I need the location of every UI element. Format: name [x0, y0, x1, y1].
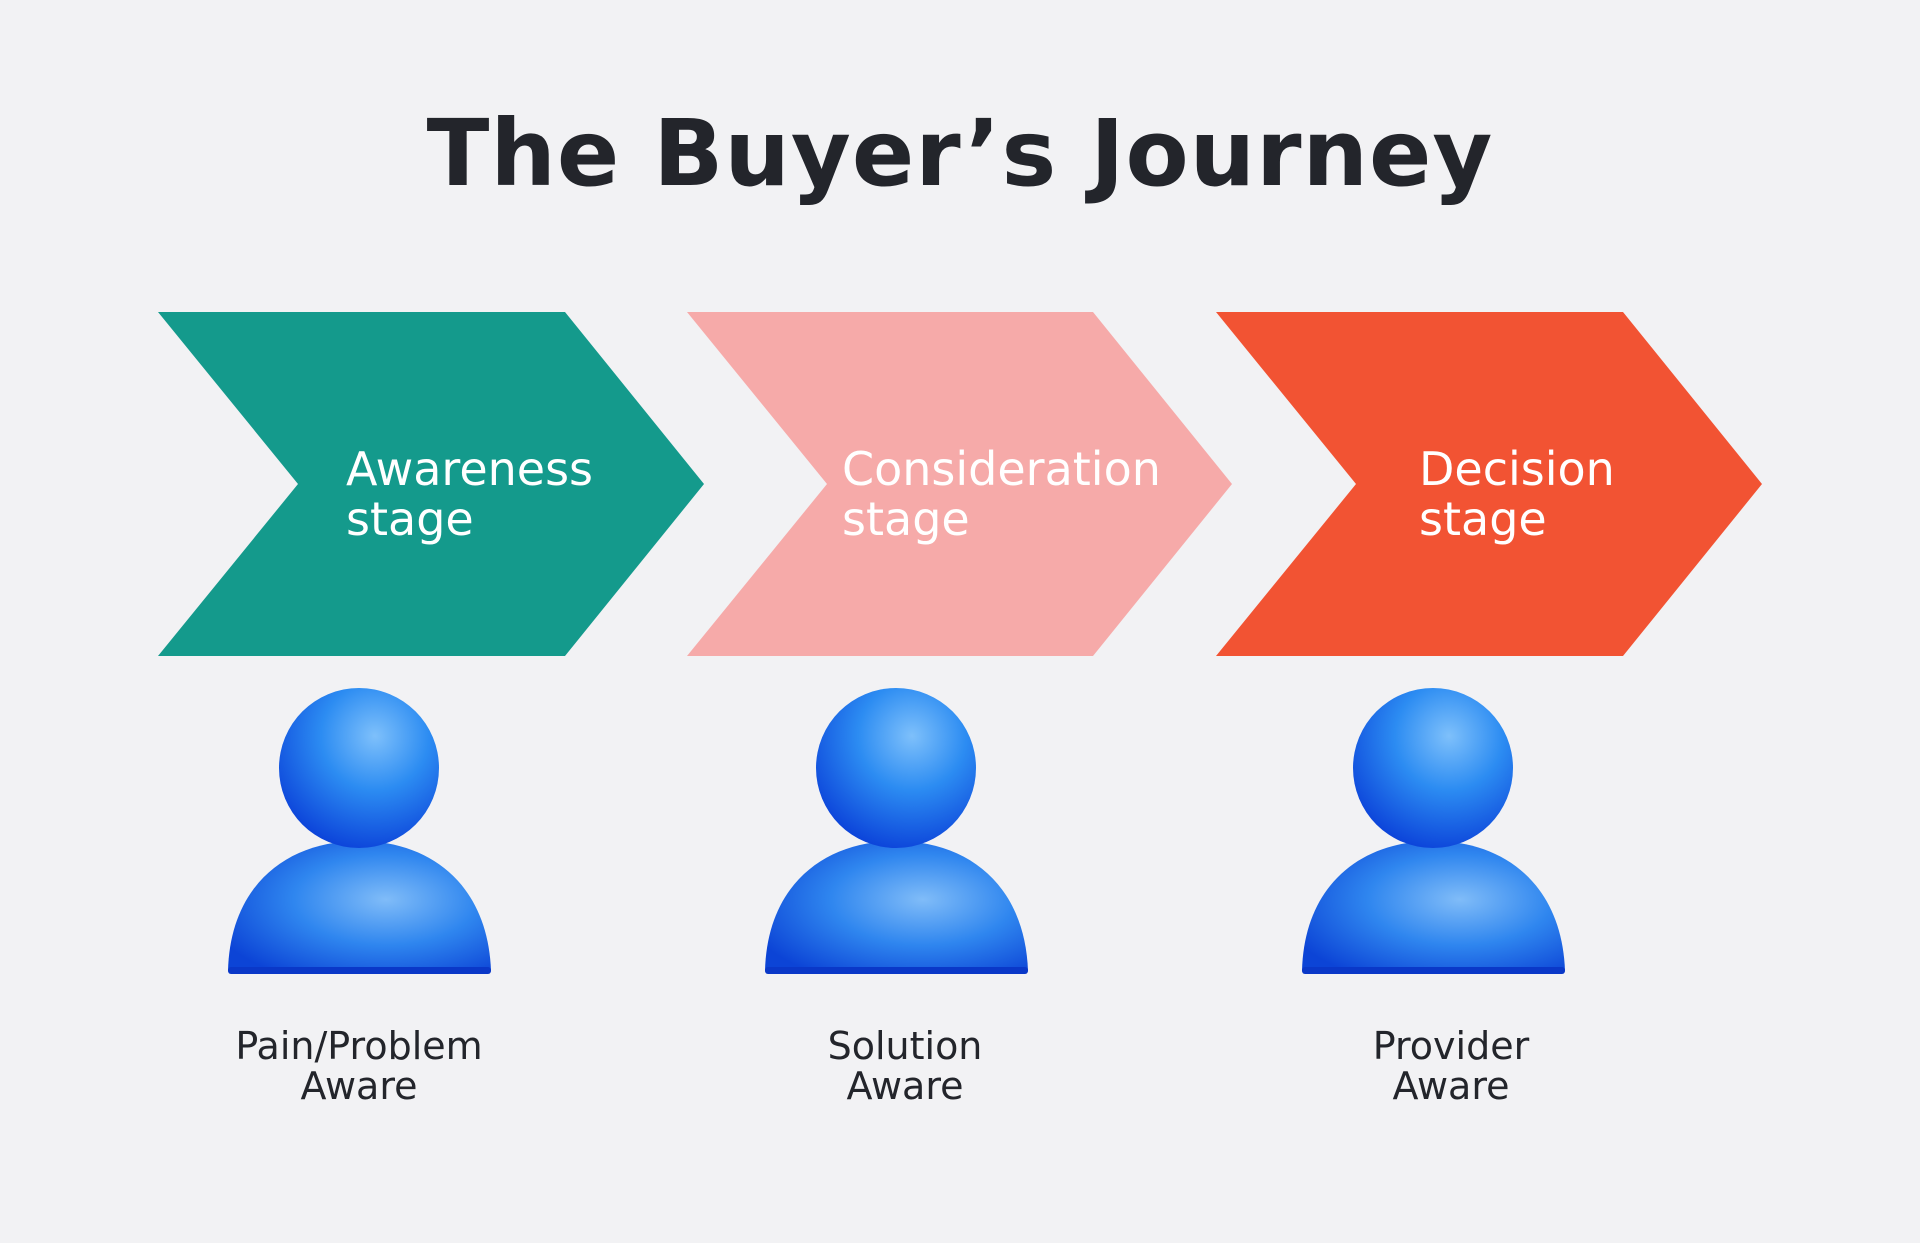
chevron-decision — [1216, 312, 1762, 656]
persona-label-consideration: Solution Aware — [705, 1026, 1105, 1106]
chevron-consideration — [687, 312, 1232, 656]
persona-label-awareness: Pain/Problem Aware — [159, 1026, 559, 1106]
persona-label-decision: Provider Aware — [1251, 1026, 1651, 1106]
stage-title: Consideration — [842, 442, 1161, 496]
persona-line: Aware — [300, 1064, 418, 1108]
stage-title: Decision — [1419, 442, 1615, 496]
persona-line: Solution — [827, 1024, 983, 1068]
stage-awareness-label: Awareness stage — [346, 444, 593, 544]
page-title: The Buyer’s Journey — [426, 100, 1494, 207]
persona-line: Provider — [1372, 1024, 1530, 1068]
person-icon — [1302, 688, 1565, 974]
persona-line: Aware — [846, 1064, 964, 1108]
stage-chevrons — [158, 312, 1762, 656]
person-icon — [228, 688, 491, 974]
stage-subtitle: stage — [842, 492, 970, 546]
stage-decision-label: Decision stage — [1419, 444, 1615, 544]
persona-line: Pain/Problem — [235, 1024, 483, 1068]
stage-consideration-label: Consideration stage — [842, 444, 1161, 544]
chevron-awareness — [158, 312, 704, 656]
persona-line: Aware — [1392, 1064, 1510, 1108]
stage-subtitle: stage — [1419, 492, 1547, 546]
stage-subtitle: stage — [346, 492, 474, 546]
stage-title: Awareness — [346, 442, 594, 496]
person-icon — [765, 688, 1028, 974]
